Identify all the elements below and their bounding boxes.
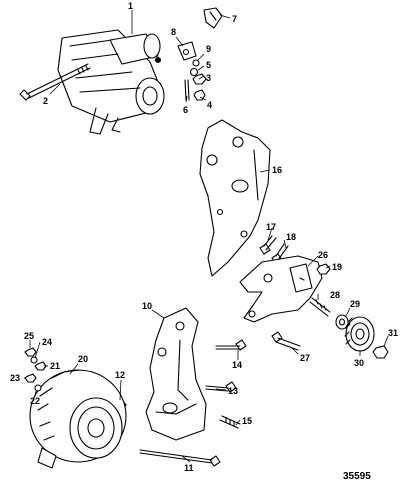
callout-7: 7 xyxy=(232,14,237,24)
stud-28 xyxy=(309,297,331,317)
nut-19 xyxy=(316,263,331,275)
callout-25: 25 xyxy=(24,331,34,341)
starter-motor xyxy=(57,29,165,135)
callout-10: 10 xyxy=(142,301,152,311)
bolt-13 xyxy=(205,381,237,393)
callout-2: 2 xyxy=(43,96,48,106)
nut-23 xyxy=(24,373,37,383)
washer-22 xyxy=(34,384,42,392)
callout-17: 17 xyxy=(266,222,276,232)
alternator-bracket xyxy=(145,307,207,441)
callout-12: 12 xyxy=(115,370,125,380)
stud-6 xyxy=(184,79,190,101)
callout-27: 27 xyxy=(300,353,310,363)
callout-30: 30 xyxy=(354,358,364,368)
spacer-29 xyxy=(335,314,349,330)
callout-29: 29 xyxy=(350,299,360,309)
callout-15: 15 xyxy=(242,416,252,426)
callout-20: 20 xyxy=(78,354,88,364)
solenoid-terminal xyxy=(177,41,197,61)
alternator-hardware xyxy=(24,347,47,392)
callout-31: 31 xyxy=(388,328,398,338)
callout-13: 13 xyxy=(228,386,238,396)
bolt-27 xyxy=(271,331,301,351)
nut-4 xyxy=(193,89,206,101)
callout-11: 11 xyxy=(184,463,194,473)
idler-bracket xyxy=(239,255,323,323)
callout-26: 26 xyxy=(318,250,328,260)
callout-5: 5 xyxy=(206,60,211,70)
washer-24 xyxy=(30,356,38,364)
leader-lines xyxy=(24,10,389,463)
washer-9 xyxy=(192,59,200,67)
nut-31 xyxy=(372,345,389,359)
callout-16: 16 xyxy=(272,165,282,175)
starter-long-bolt xyxy=(19,63,91,101)
callout-1: 1 xyxy=(128,1,133,11)
callout-23: 23 xyxy=(10,373,20,383)
figure-id: 35595 xyxy=(343,471,371,482)
bolt-14 xyxy=(215,339,247,351)
alternator xyxy=(29,369,127,469)
callout-9: 9 xyxy=(206,44,211,54)
alternator-long-bolt xyxy=(139,449,221,467)
nut-25 xyxy=(24,347,37,357)
callout-labels: 1 2 3 4 5 6 7 8 9 10 11 12 13 14 15 16 1… xyxy=(10,1,398,473)
idler-pulley xyxy=(344,316,375,352)
stud-15 xyxy=(219,415,241,429)
nut-21 xyxy=(34,361,47,371)
callout-3: 3 xyxy=(206,73,211,83)
callout-14: 14 xyxy=(232,360,242,370)
callout-6: 6 xyxy=(183,105,188,115)
starter-hardware xyxy=(184,59,207,101)
callout-18: 18 xyxy=(286,232,296,242)
callout-28: 28 xyxy=(330,290,340,300)
mounting-bracket-large xyxy=(199,119,271,277)
callout-19: 19 xyxy=(332,262,342,272)
callout-24: 24 xyxy=(42,337,52,347)
callout-21: 21 xyxy=(50,361,60,371)
washer-5 xyxy=(189,67,199,77)
solenoid-boot xyxy=(203,7,223,29)
callout-22: 22 xyxy=(30,396,40,406)
callout-8: 8 xyxy=(171,27,176,37)
callout-4: 4 xyxy=(207,100,212,110)
